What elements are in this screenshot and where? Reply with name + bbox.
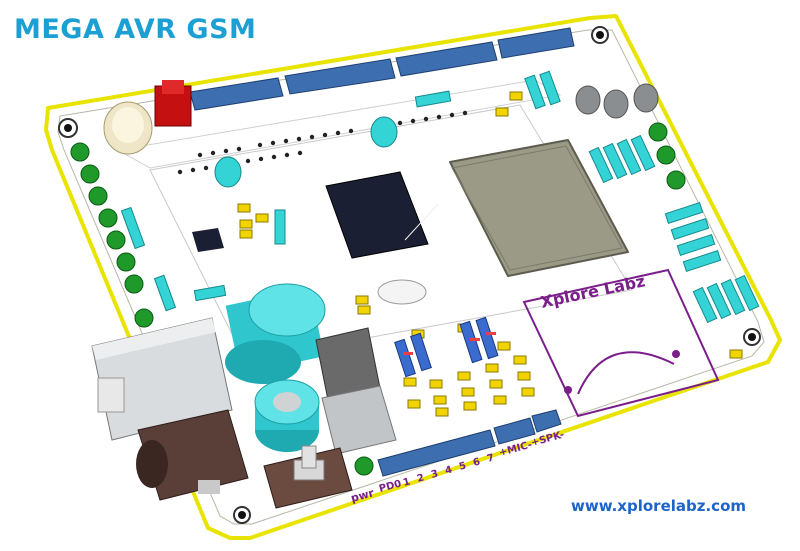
port-label: 2 [416, 472, 426, 484]
small-ic [192, 228, 224, 252]
large-capacitor [225, 283, 326, 384]
port-label: 5 [458, 460, 468, 472]
mounting-hole [58, 118, 78, 138]
crystal [377, 279, 427, 305]
gsm-module [449, 139, 629, 277]
page-title: MEGA AVR GSM [14, 14, 257, 45]
power-switch [263, 445, 353, 509]
mounting-hole [743, 328, 761, 346]
mcu-chip [325, 171, 439, 259]
port-label: 6 [472, 456, 482, 468]
dc-jack [136, 409, 249, 501]
smd-capacitors [237, 91, 743, 417]
port-label: 1 [402, 476, 412, 488]
mounting-hole [591, 26, 609, 44]
buzzer [103, 101, 153, 155]
small-capacitors [214, 116, 398, 188]
power-led [354, 456, 374, 476]
port-label: 3 [430, 468, 440, 480]
transistors [575, 83, 659, 119]
port-label: 7 [486, 452, 496, 464]
mounting-hole [233, 506, 251, 524]
website-url: www.xplorelabz.com [571, 497, 746, 515]
power-label: pwr [349, 486, 376, 505]
pin-row [177, 110, 468, 175]
resistors [120, 70, 760, 324]
reset-button [154, 80, 192, 127]
speaker-outline [522, 268, 720, 418]
port-label: 4 [444, 464, 454, 476]
second-capacitor [254, 379, 320, 452]
header-top [189, 27, 575, 111]
led-column-left [70, 142, 154, 328]
header-bottom [377, 409, 562, 477]
voltage-regulator [315, 327, 397, 455]
usb-connector [91, 317, 233, 441]
port-resistors [394, 316, 499, 378]
led-column-right [648, 122, 686, 190]
